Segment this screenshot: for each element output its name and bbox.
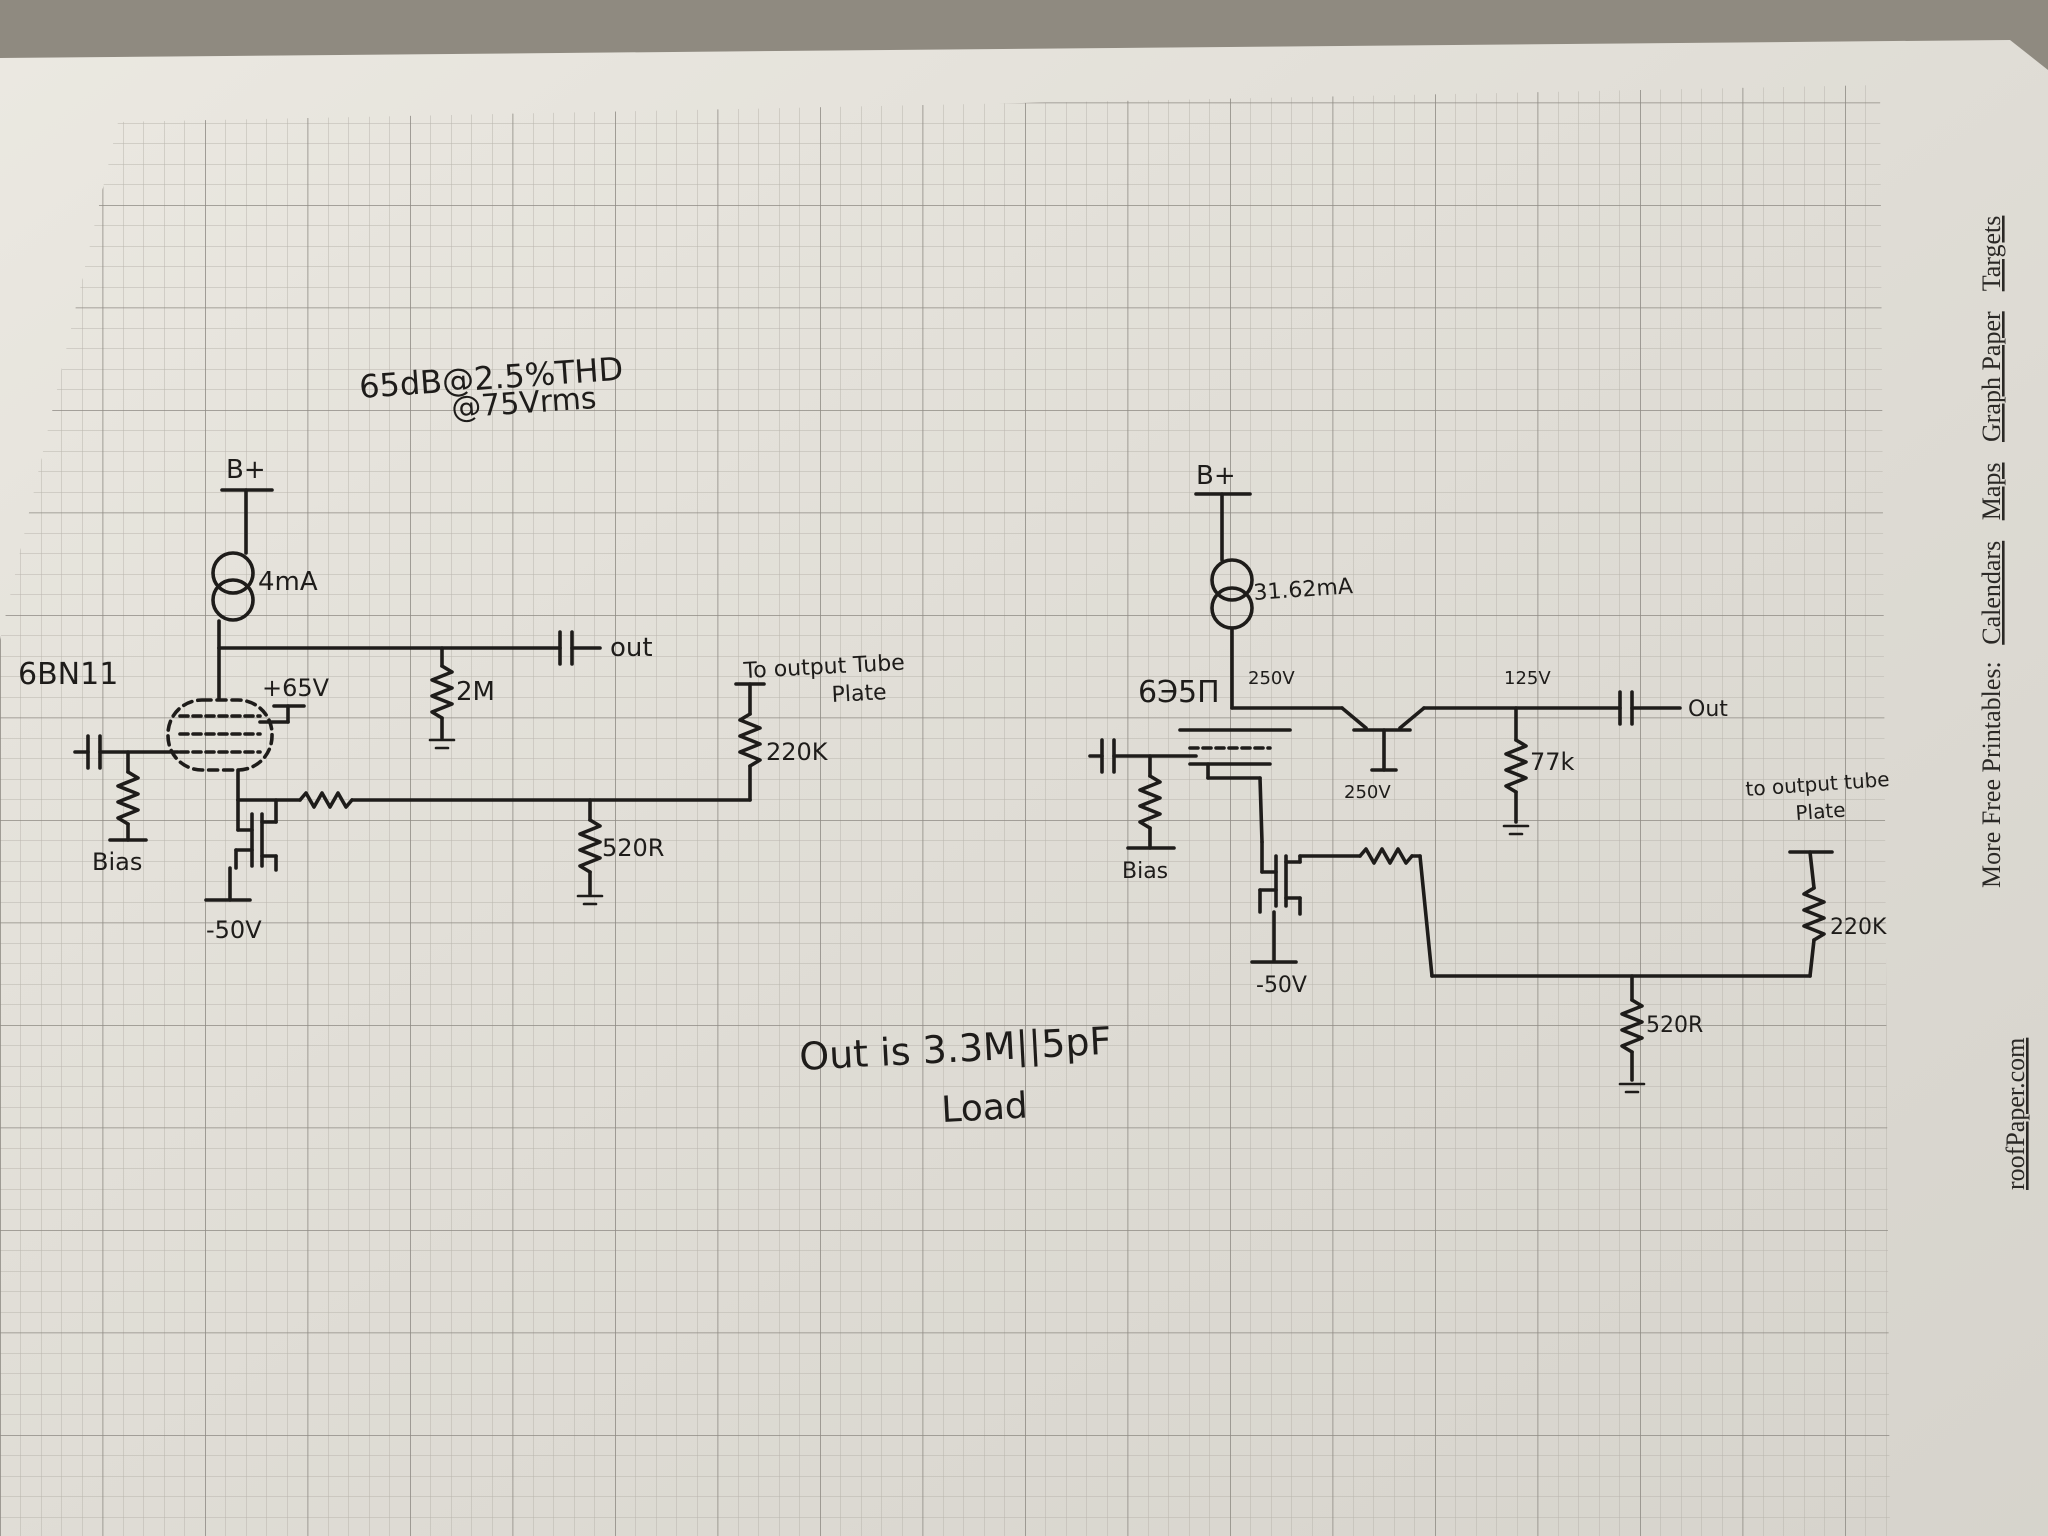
left-ccs-current: 4mA bbox=[258, 567, 318, 597]
right-plate-voltage: 250V bbox=[1248, 668, 1295, 689]
printable-sidebar: More Free Printables: Calendars Maps Gra… bbox=[1977, 216, 2030, 1190]
right-feedback-note-2: Plate bbox=[1795, 798, 1847, 825]
right-load-resistor: 77k bbox=[1530, 748, 1575, 776]
right-circuit bbox=[1088, 492, 1834, 1094]
load-note-line-2: Load bbox=[940, 1086, 1028, 1131]
right-follower-voltage: 250V bbox=[1344, 782, 1391, 803]
sidebar-link-targets[interactable]: Targets bbox=[1977, 216, 2006, 292]
left-circuit bbox=[73, 488, 766, 906]
left-bias-label: Bias bbox=[92, 848, 142, 876]
svg-text:More Free Printables: Ca: More Free Printables: Calendars Maps Gra… bbox=[1977, 216, 2006, 888]
left-tube-label: 6BN11 bbox=[18, 657, 118, 692]
right-b-plus: B+ bbox=[1196, 461, 1236, 491]
right-tube-label: 6Э5П bbox=[1138, 675, 1220, 710]
left-out-label: out bbox=[610, 633, 653, 663]
right-shunt-resistor: 520R bbox=[1646, 1013, 1703, 1038]
right-bias-label: Bias bbox=[1122, 859, 1168, 884]
left-feedback-note-2: Plate bbox=[831, 680, 887, 708]
left-circuit-labels: 6BN11 B+ 4mA +65V 2M out To output Tube … bbox=[18, 455, 905, 944]
sidebar-site[interactable]: roofPaper.com bbox=[2001, 1038, 2030, 1190]
right-out-voltage: 125V bbox=[1504, 668, 1551, 689]
sidebar-link-graph-paper[interactable]: Graph Paper bbox=[1977, 311, 2006, 442]
right-negative-supply: -50V bbox=[1256, 973, 1307, 998]
sidebar-link-calendars[interactable]: Calendars bbox=[1977, 541, 2006, 645]
right-out-label: Out bbox=[1688, 697, 1728, 722]
left-shunt-resistor: 520R bbox=[602, 834, 664, 862]
sidebar-link-maps[interactable]: Maps bbox=[1977, 463, 2006, 521]
left-negative-supply: -50V bbox=[206, 916, 262, 944]
left-screen-voltage: +65V bbox=[262, 674, 330, 702]
sidebar-prefix: More Free Printables: bbox=[1977, 661, 2006, 888]
left-feedback-resistor: 220K bbox=[766, 738, 829, 766]
left-b-plus: B+ bbox=[226, 455, 266, 485]
right-feedback-resistor: 220K bbox=[1830, 915, 1887, 940]
left-plate-resistor: 2M bbox=[456, 677, 495, 707]
